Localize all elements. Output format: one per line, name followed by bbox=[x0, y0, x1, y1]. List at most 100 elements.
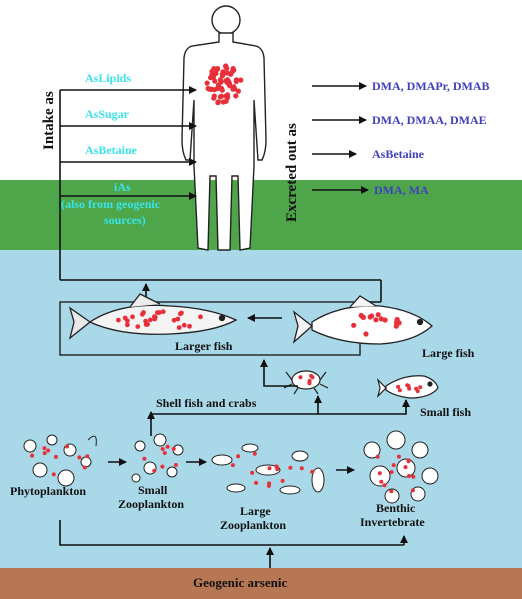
arsenic-dot bbox=[407, 458, 411, 462]
intake-item-geogenic-2: sources) bbox=[104, 213, 146, 228]
arsenic-dot bbox=[219, 94, 224, 99]
arsenic-dot bbox=[182, 323, 187, 328]
arsenic-dot bbox=[300, 466, 304, 470]
arsenic-dot bbox=[275, 464, 279, 468]
arsenic-dot bbox=[238, 78, 243, 83]
arsenic-dot bbox=[160, 465, 164, 469]
benthic-label-2: Invertebrate bbox=[360, 515, 425, 530]
arsenic-dot bbox=[174, 463, 178, 467]
arsenic-dot bbox=[43, 451, 47, 455]
phytoplankton-drawing bbox=[24, 435, 96, 486]
arsenic-dot bbox=[207, 87, 212, 92]
plankton-arsenic-dots bbox=[30, 445, 415, 494]
arsenic-dot bbox=[125, 318, 130, 323]
arsenic-dot bbox=[216, 83, 221, 88]
excreted-label: Excreted out as bbox=[284, 123, 301, 222]
arsenic-dot bbox=[215, 67, 220, 72]
arsenic-dot bbox=[254, 481, 258, 485]
arsenic-dot bbox=[414, 387, 418, 391]
arsenic-dot bbox=[407, 474, 411, 478]
excreted-item-3: AsBetaine bbox=[372, 147, 424, 162]
arsenic-dot bbox=[177, 325, 182, 330]
arsenic-dot bbox=[148, 318, 153, 323]
arsenic-dot bbox=[376, 455, 380, 459]
arsenic-dot bbox=[390, 470, 394, 474]
arsenic-dot bbox=[30, 454, 34, 458]
larger-fish-label: Larger fish bbox=[175, 339, 232, 354]
arsenic-dot bbox=[281, 479, 285, 483]
arsenic-dot bbox=[231, 463, 235, 467]
arsenic-dot bbox=[376, 312, 381, 317]
arsenic-dot bbox=[83, 466, 87, 470]
arsenic-dot bbox=[172, 447, 176, 451]
small-zooplankton-label-1: Small bbox=[138, 483, 167, 498]
arsenic-dot bbox=[65, 445, 69, 449]
arsenic-dot bbox=[404, 465, 408, 469]
arsenic-dot bbox=[397, 455, 401, 459]
arsenic-dot bbox=[395, 317, 400, 322]
arsenic-dot bbox=[220, 72, 225, 77]
large-zooplankton-label-2: Zooplankton bbox=[220, 518, 286, 533]
arsenic-dot bbox=[212, 79, 217, 84]
geogenic-arsenic-label: Geogenic arsenic bbox=[193, 575, 287, 591]
intake-item-aslipids: AsLipids bbox=[85, 71, 131, 86]
arsenic-dot bbox=[288, 466, 292, 470]
arsenic-dot bbox=[198, 314, 203, 319]
arsenic-dot bbox=[130, 314, 135, 319]
arsenic-dot bbox=[311, 375, 315, 379]
arsenic-dot bbox=[42, 446, 46, 450]
arsenic-dot bbox=[411, 488, 415, 492]
arsenic-dot bbox=[361, 315, 366, 320]
small-fish-label: Small fish bbox=[420, 405, 471, 420]
arsenic-dot bbox=[363, 331, 368, 336]
intake-item-assugar: AsSugar bbox=[85, 107, 129, 122]
arsenic-dot bbox=[383, 317, 388, 322]
arsenic-dot bbox=[378, 471, 382, 475]
arsenic-dot bbox=[140, 312, 145, 317]
arsenic-dot bbox=[187, 324, 192, 329]
arsenic-dot bbox=[405, 383, 409, 387]
arsenic-dot bbox=[210, 73, 215, 78]
small-zooplankton-label-2: Zooplankton bbox=[118, 497, 184, 512]
arsenic-dot bbox=[215, 100, 220, 105]
small-zooplankton-drawing bbox=[132, 434, 183, 482]
arsenic-dot bbox=[396, 385, 400, 389]
shellfish-label: Shell fish and crabs bbox=[156, 396, 256, 411]
arsenic-dot bbox=[231, 66, 236, 71]
excreted-item-2: DMA, DMAA, DMAE bbox=[372, 113, 487, 128]
arsenic-dot bbox=[46, 449, 50, 453]
arsenic-dot bbox=[268, 466, 272, 470]
arsenic-dot bbox=[267, 484, 271, 488]
arsenic-dot bbox=[152, 469, 156, 473]
benthic-label-1: Benthic bbox=[376, 501, 415, 516]
intake-item-ias: iAs bbox=[114, 180, 131, 195]
arsenic-dot bbox=[418, 385, 422, 389]
arsenic-dot bbox=[77, 455, 81, 459]
arsenic-dot bbox=[161, 447, 165, 451]
large-fish-drawing bbox=[294, 296, 432, 344]
arsenic-dot bbox=[212, 93, 217, 98]
arsenic-dot bbox=[205, 81, 210, 86]
arsenic-dot bbox=[253, 452, 257, 456]
arsenic-dot bbox=[308, 380, 312, 384]
arsenic-dot bbox=[379, 480, 383, 484]
arsenic-dot bbox=[383, 483, 387, 487]
arsenic-dot bbox=[179, 311, 184, 316]
arsenic-dot bbox=[163, 451, 167, 455]
excreted-item-4: DMA, MA bbox=[374, 183, 429, 198]
excreted-item-1: DMA, DMAPr, DMAB bbox=[372, 79, 490, 94]
intake-item-geogenic-1: (also from geogenic bbox=[61, 197, 160, 212]
arsenic-dot bbox=[212, 87, 217, 92]
arsenic-dot bbox=[152, 314, 157, 319]
arsenic-dot bbox=[373, 317, 378, 322]
arsenic-dot bbox=[250, 471, 254, 475]
arsenic-dot bbox=[299, 375, 303, 379]
arsenic-dot bbox=[142, 457, 146, 461]
arsenic-dot bbox=[157, 310, 162, 315]
arsenic-dot bbox=[166, 445, 170, 449]
arsenic-dot bbox=[411, 475, 415, 479]
arsenic-dot bbox=[310, 470, 314, 474]
large-fish-label: Large fish bbox=[422, 346, 474, 361]
arsenic-dot bbox=[221, 99, 226, 104]
